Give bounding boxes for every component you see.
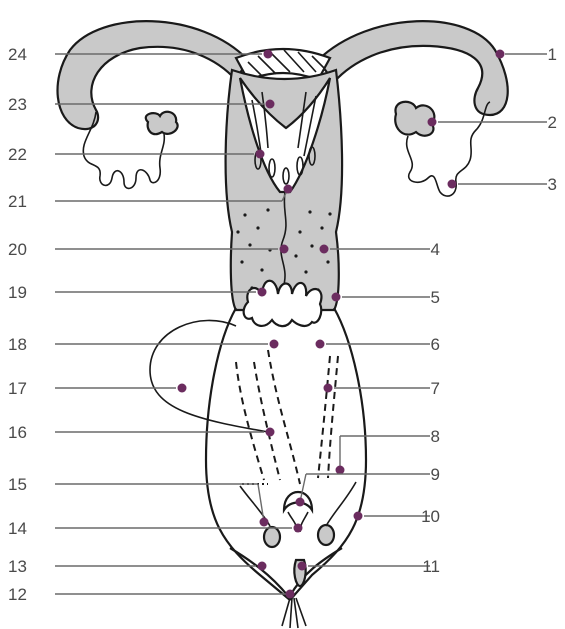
callout-8: 8 (336, 427, 441, 475)
label-15: 15 (8, 475, 27, 494)
callout-13: 13 (8, 557, 267, 576)
label-23: 23 (8, 95, 27, 114)
label-12: 12 (8, 585, 27, 604)
label-4: 4 (431, 240, 440, 259)
label-7: 7 (431, 379, 440, 398)
right-fimbria (395, 102, 434, 136)
leader-dot-3 (448, 180, 457, 189)
leader-dot-8 (336, 466, 345, 475)
leader-dot-22 (256, 150, 265, 159)
callout-9: 9 (296, 465, 441, 507)
label-5: 5 (431, 288, 440, 307)
label-18: 18 (8, 335, 27, 354)
duct-left-a (236, 362, 264, 480)
leader-dot-17 (178, 384, 187, 393)
leader-dot-9 (296, 498, 305, 507)
label-11: 11 (422, 557, 440, 576)
callout-6: 6 (316, 335, 441, 354)
duct-right-b (328, 356, 338, 478)
label-22: 22 (8, 145, 27, 164)
duct-left-c (268, 350, 300, 484)
label-16: 16 (8, 423, 27, 442)
callout-14: 14 (8, 519, 303, 538)
label-3: 3 (548, 175, 557, 194)
leader-dot-10 (354, 512, 363, 521)
callout-19: 19 (8, 283, 267, 302)
vaginal-wall-left (206, 308, 290, 600)
leader-dot-21 (284, 185, 293, 194)
callout-15: 15 (8, 475, 269, 527)
label-10: 10 (421, 507, 440, 526)
label-13: 13 (8, 557, 27, 576)
left-bulb (264, 527, 280, 547)
callout-11: 11 (298, 557, 441, 576)
callout-18: 18 (8, 335, 279, 354)
leader-dot-14 (294, 524, 303, 533)
label-9: 9 (431, 465, 440, 484)
leader-dot-11 (298, 562, 307, 571)
leader-dot-24 (264, 50, 273, 59)
leader-dot-13 (258, 562, 267, 571)
label-20: 20 (8, 240, 27, 259)
leader-dot-15 (260, 518, 269, 527)
label-24: 24 (8, 45, 27, 64)
leader-dot-18 (270, 340, 279, 349)
callout-10: 10 (354, 507, 441, 526)
fringe-lines (282, 598, 306, 628)
leader-dot-23 (266, 100, 275, 109)
label-17: 17 (8, 379, 27, 398)
uterus-drawing (58, 21, 508, 628)
label-2: 2 (548, 113, 557, 132)
label-6: 6 (431, 335, 440, 354)
leader-bend-15 (258, 484, 264, 522)
leader-dot-16 (266, 428, 275, 437)
callout-12: 12 (8, 585, 295, 604)
label-1: 1 (548, 45, 557, 64)
duct-right-a (318, 356, 330, 478)
leader-dot-1 (496, 50, 505, 59)
right-uterine-horn (318, 21, 508, 115)
label-14: 14 (8, 519, 27, 538)
left-fimbria (146, 112, 178, 134)
leader-dot-2 (428, 118, 437, 127)
label-21: 21 (8, 192, 27, 211)
leader-dot-7 (324, 384, 333, 393)
callout-3: 3 (448, 175, 558, 194)
leader-dot-6 (316, 340, 325, 349)
leader-dot-12 (286, 590, 295, 599)
callout-1: 1 (496, 45, 558, 64)
callout-7: 7 (324, 379, 441, 398)
callout-5: 5 (332, 288, 441, 307)
right-bulb (318, 525, 334, 545)
leader-dot-4 (320, 245, 329, 254)
leader-dot-20 (280, 245, 289, 254)
label-8: 8 (431, 427, 440, 446)
label-19: 19 (8, 283, 27, 302)
leader-dot-19 (258, 288, 267, 297)
leader-dot-5 (332, 293, 341, 302)
